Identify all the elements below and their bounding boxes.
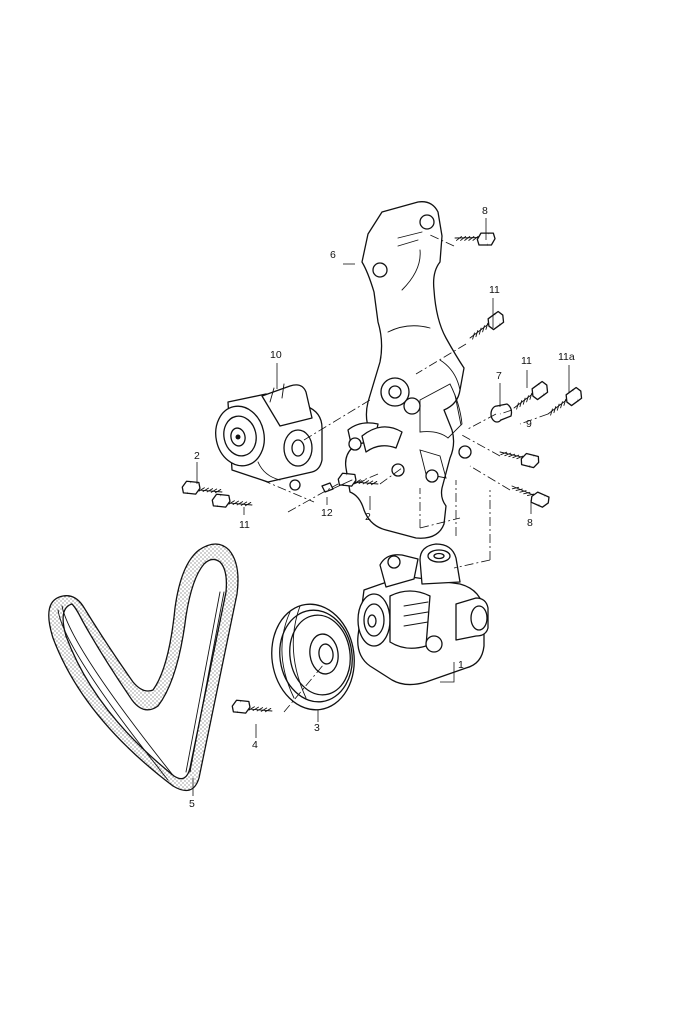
pulley-part-3 [271,603,355,711]
assembly-lines [261,233,549,713]
callout-5: 5 [189,798,195,810]
callout-6: 6 [330,249,336,261]
callout-9: 9 [526,418,532,430]
callout-4: 4 [252,739,258,751]
fasteners [179,223,586,725]
callout-11-upper: 11 [489,284,500,296]
callout-labels: 8 6 11 10 11 11a 7 9 2 11 12 2 8 1 3 4 5 [189,205,575,810]
pump-part-1 [357,543,489,686]
callout-7: 7 [496,370,502,382]
belt-part-5 [48,543,239,792]
callout-1: 1 [458,659,464,671]
callout-8-bottom: 8 [527,517,533,529]
callout-11-left: 11 [239,519,250,531]
callout-12: 12 [321,507,333,519]
callout-11a: 11a [558,351,575,363]
leader-lines [192,218,570,796]
tensioner-part-10 [215,383,323,491]
callout-2-center: 2 [365,511,371,523]
bracket-part-6 [344,201,472,539]
callout-11-right: 11 [521,355,532,367]
callout-3: 3 [314,722,320,734]
callout-10: 10 [270,349,282,361]
callout-8-top: 8 [482,205,488,217]
callout-2-left: 2 [194,450,200,462]
